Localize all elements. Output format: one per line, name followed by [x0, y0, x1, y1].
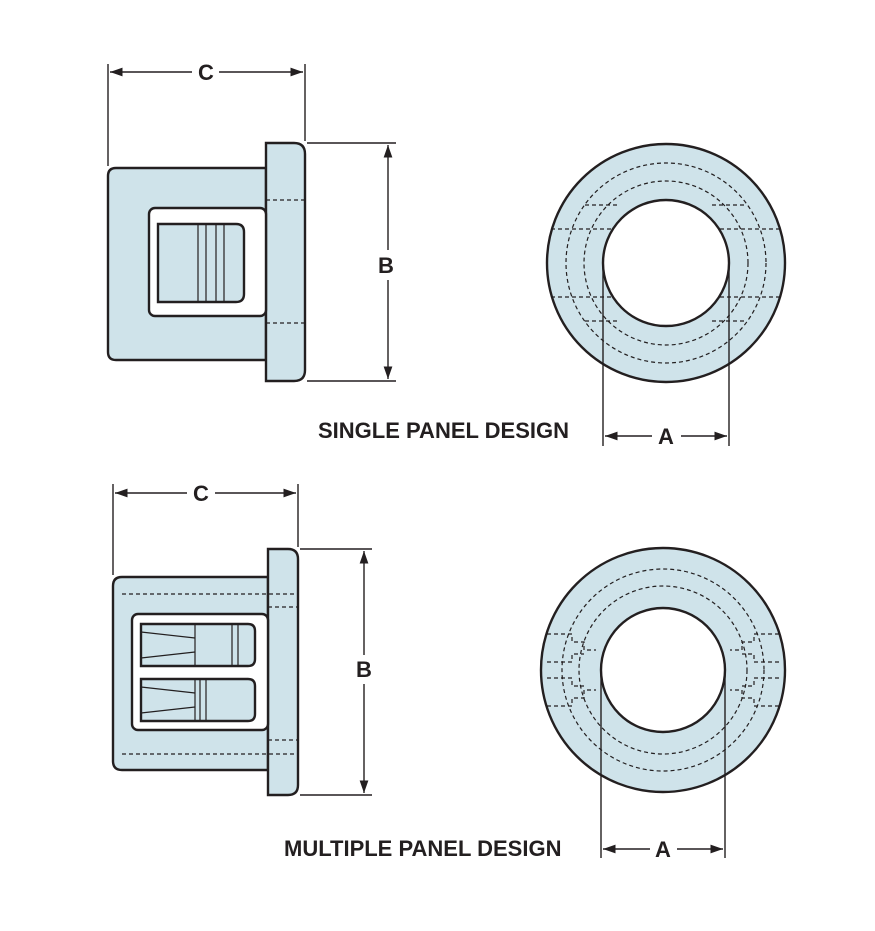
multiple-dim-a-label: A	[655, 837, 671, 862]
single-dimension-a: A	[602, 265, 730, 449]
single-dimension-b: B	[307, 142, 396, 382]
single-panel-caption: SINGLE PANEL DESIGN	[318, 418, 569, 443]
multiple-dim-b-label: B	[356, 657, 372, 682]
multiple-dimension-b: B	[300, 548, 372, 796]
single-dim-c-label: C	[198, 60, 214, 85]
multiple-end-view	[539, 546, 787, 794]
single-dim-b-label: B	[378, 253, 394, 278]
multiple-dimension-a: A	[600, 672, 726, 862]
single-side-view	[106, 141, 307, 383]
multiple-dim-c-label: C	[193, 481, 209, 506]
single-end-view	[545, 142, 787, 384]
multiple-side-view	[111, 547, 300, 797]
single-dimension-c: C	[107, 60, 306, 166]
multiple-panel-caption: MULTIPLE PANEL DESIGN	[284, 836, 561, 861]
multiple-dimension-c: C	[112, 481, 299, 575]
single-dim-a-label: A	[658, 424, 674, 449]
